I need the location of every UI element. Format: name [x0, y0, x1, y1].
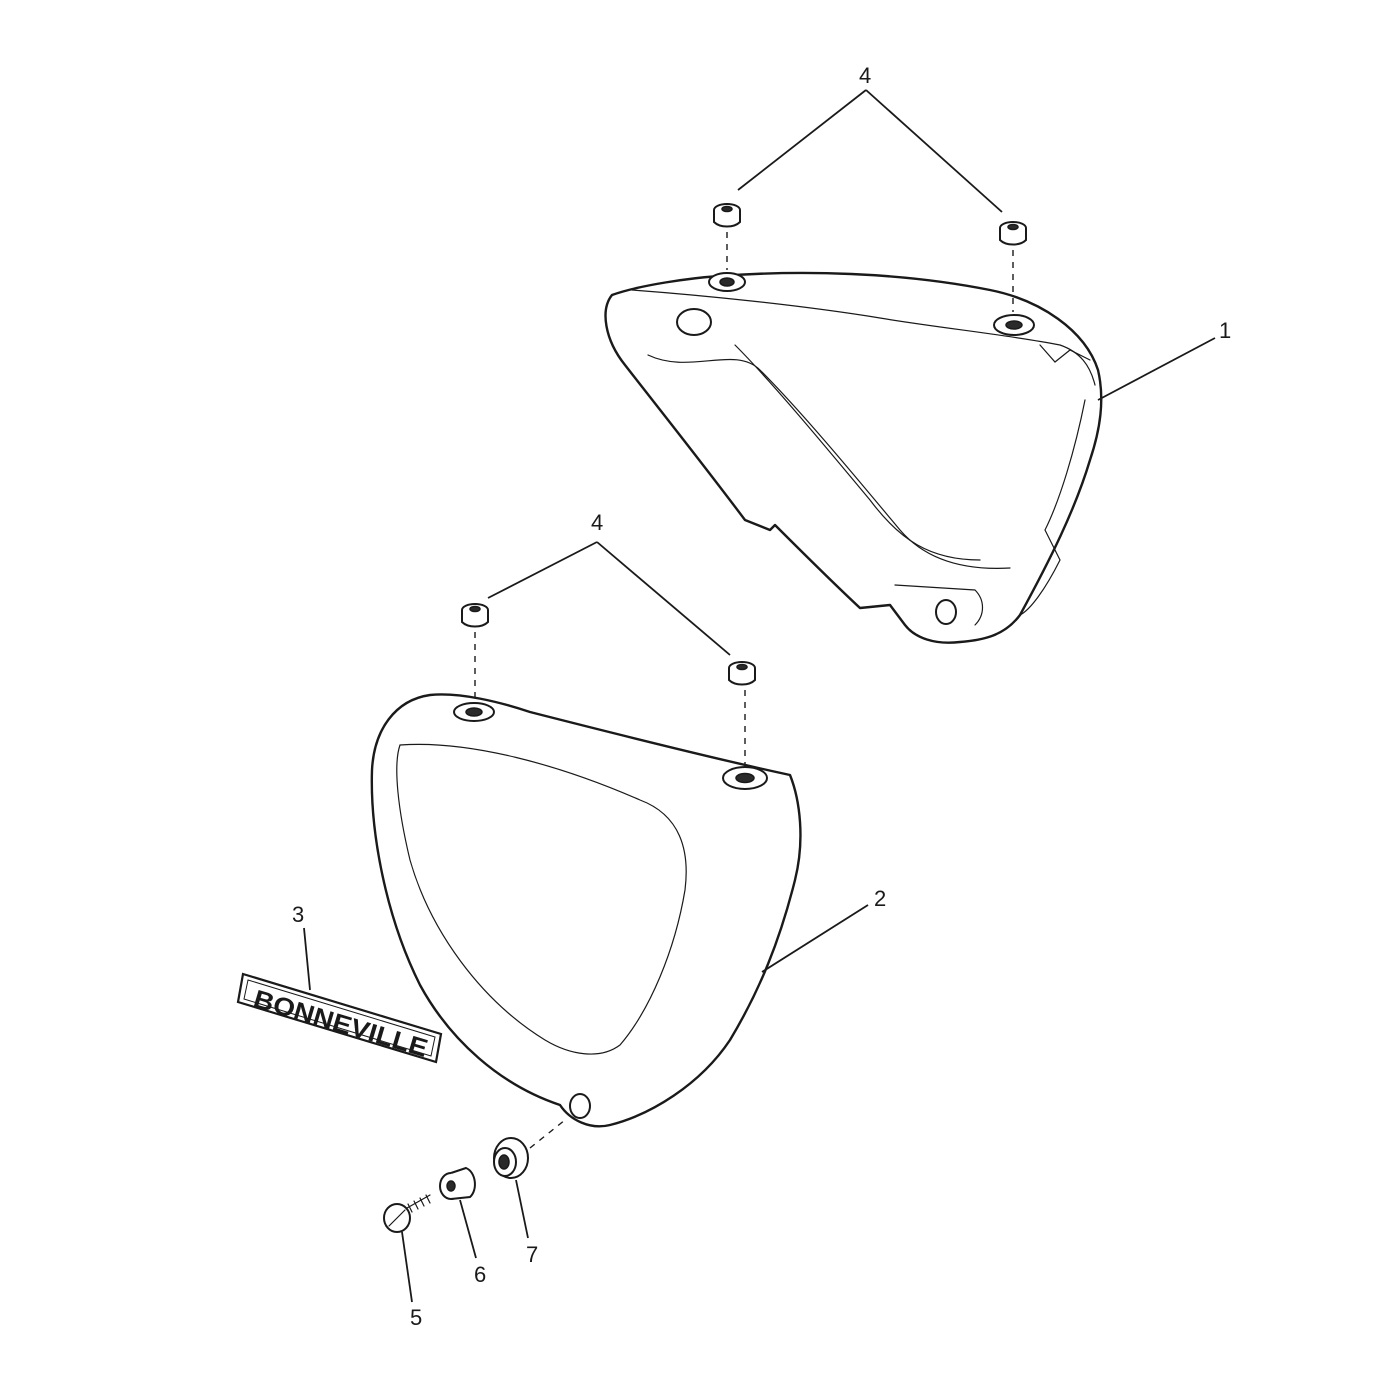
grommet-upper-left	[713, 203, 741, 228]
dashed-axis	[529, 1119, 566, 1149]
screw-5	[383, 1194, 431, 1233]
callout-6: 6	[474, 1262, 486, 1287]
callout-3: 3	[292, 902, 304, 927]
grommet-lower-left	[461, 603, 489, 628]
callout-2: 2	[874, 886, 886, 911]
side-panel-upper	[604, 271, 1103, 644]
callout-7: 7	[526, 1242, 538, 1267]
grommet-7	[493, 1137, 529, 1179]
callout-4-top: 4	[859, 63, 871, 88]
leader-lines	[303, 89, 1216, 1303]
grommet-upper-right	[999, 221, 1027, 246]
side-panel-lower	[370, 693, 802, 1128]
callout-1: 1	[1219, 318, 1231, 343]
callout-5: 5	[410, 1305, 422, 1330]
grommet-lower-right	[728, 661, 756, 686]
callout-4-bottom: 4	[591, 510, 603, 535]
bonneville-badge: BONNEVILLE	[236, 972, 443, 1064]
spacer-6	[439, 1166, 476, 1200]
